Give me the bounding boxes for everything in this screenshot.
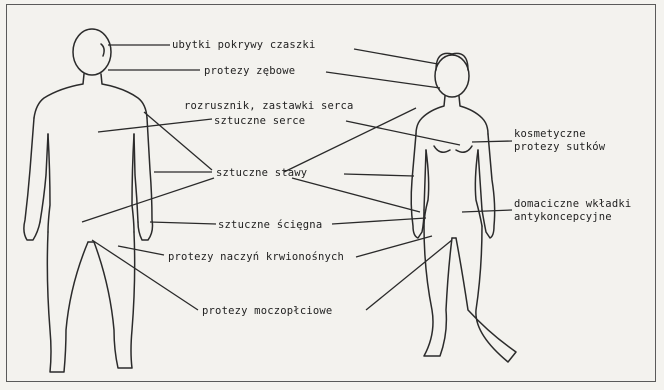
label-skull-defects: ubytki pokrywy czaszki (172, 39, 315, 51)
female-right-arm (482, 134, 495, 238)
male-left-leg (47, 232, 88, 372)
male-left-shoulder (34, 74, 84, 118)
label-artificial-tendons: sztuczne ścięgna (218, 219, 322, 231)
female-left-leg (424, 226, 452, 356)
label-dentures: protezy zębowe (204, 65, 295, 77)
female-head (435, 55, 469, 97)
male-right-leg (94, 232, 135, 368)
label-urogenital-prostheses: protezy moczopłciowe (202, 305, 332, 317)
female-left-arm (411, 134, 424, 238)
male-right-shoulder (101, 74, 147, 118)
male-head (73, 29, 111, 75)
female-right-breast (456, 146, 472, 152)
female-right-leg (456, 226, 516, 362)
label-iud-line2: antykoncepcyjne (514, 211, 612, 223)
label-artificial-heart: sztuczne serce (214, 115, 305, 127)
label-iud-line1: domaciczne wkładki (514, 198, 631, 210)
female-left-shoulder (416, 96, 445, 134)
female-figure (411, 53, 516, 362)
label-pacemaker-valves: rozrusznik, zastawki serca (184, 100, 354, 112)
female-left-breast (434, 146, 450, 152)
male-torso-left (48, 134, 50, 232)
label-vessel-prostheses: protezy naczyń krwionośnych (168, 251, 344, 263)
male-figure (24, 29, 153, 372)
male-left-arm (24, 118, 40, 240)
label-breast-prostheses-line2: protezy sutków (514, 141, 606, 153)
label-breast-prostheses-line1: kosmetyczne (514, 128, 586, 140)
label-artificial-joints: sztuczne stawy (216, 167, 307, 179)
female-right-shoulder (459, 96, 488, 134)
male-torso-right (132, 134, 134, 232)
